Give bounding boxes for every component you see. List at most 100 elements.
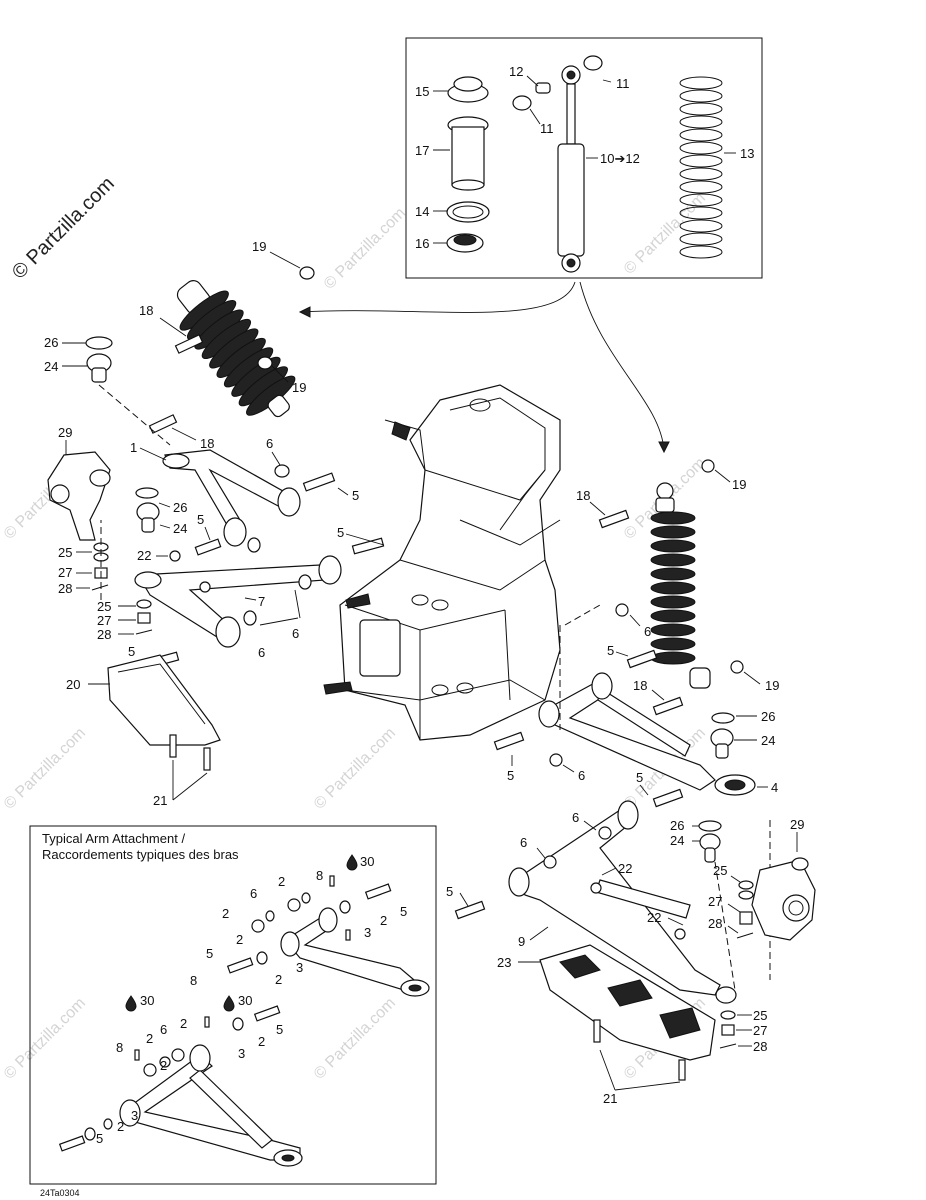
arm-attachment-detail — [58, 875, 430, 1167]
callout-13: 13 — [740, 146, 754, 161]
callout-19: 19 — [292, 380, 306, 395]
callout-21: 21 — [603, 1091, 617, 1106]
callout-2: 2 — [146, 1031, 153, 1046]
callout-8: 8 — [190, 973, 197, 988]
callout-18: 18 — [139, 303, 153, 318]
callout-25: 25 — [753, 1008, 767, 1023]
right-shock — [598, 459, 744, 716]
callout-16: 16 — [415, 236, 429, 251]
callout-29: 29 — [58, 425, 72, 440]
callout-5: 5 — [128, 644, 135, 659]
right-lower-arm — [454, 788, 737, 1004]
callout-21: 21 — [153, 793, 167, 808]
callout-30: 30 — [140, 993, 154, 1008]
callout-2: 2 — [236, 932, 243, 947]
callout-5: 5 — [96, 1131, 103, 1146]
drop-icon — [125, 995, 137, 1012]
callout-28: 28 — [708, 916, 722, 931]
callout-11: 11 — [616, 76, 630, 91]
callout-29: 29 — [790, 817, 804, 832]
callout-6: 6 — [644, 624, 651, 639]
spring — [679, 76, 723, 259]
callout-23: 23 — [497, 955, 511, 970]
callout-5: 5 — [446, 884, 453, 899]
callout-27: 27 — [753, 1023, 767, 1038]
drop-icon — [223, 995, 235, 1012]
callout-19: 19 — [252, 239, 266, 254]
callout-2: 2 — [380, 913, 387, 928]
callout-30: 30 — [360, 854, 374, 869]
watermark: © Partzilla.com — [311, 725, 399, 813]
callout-3: 3 — [238, 1046, 245, 1061]
callout-2: 2 — [117, 1119, 124, 1134]
callout-12: 12 — [509, 64, 523, 79]
callout-2: 2 — [180, 1016, 187, 1031]
callout-17: 17 — [415, 143, 429, 158]
callout-5: 5 — [276, 1022, 283, 1037]
callout-24: 24 — [670, 833, 684, 848]
callout-5: 5 — [507, 768, 514, 783]
callout-2: 2 — [160, 1058, 167, 1073]
callout-15: 15 — [415, 84, 429, 99]
callout-6: 6 — [160, 1022, 167, 1037]
callout-27: 27 — [97, 613, 111, 628]
drawing-code: 24Ta0304 — [40, 1188, 80, 1198]
callout-27: 27 — [58, 565, 72, 580]
watermark: © Partzilla.com — [311, 995, 399, 1083]
watermark: © Partzilla.com — [321, 205, 409, 293]
callout-6: 6 — [250, 886, 257, 901]
callout-14: 14 — [415, 204, 429, 219]
callout-6: 6 — [578, 768, 585, 783]
callout-1: 1 — [130, 440, 137, 455]
callout-11: 11 — [540, 121, 554, 136]
left-skid-plate — [107, 654, 221, 771]
callout-8: 8 — [316, 868, 323, 883]
callout-28: 28 — [753, 1039, 767, 1054]
callout-24: 24 — [44, 359, 58, 374]
callout-5: 5 — [337, 525, 344, 540]
callout-25: 25 — [58, 545, 72, 560]
callout-26: 26 — [173, 500, 187, 515]
callout-5: 5 — [607, 643, 614, 658]
left-shock — [176, 280, 296, 418]
callout-3: 3 — [296, 960, 303, 975]
callout-24: 24 — [761, 733, 775, 748]
callout-25: 25 — [97, 599, 111, 614]
inset-title-line2: Raccordements typiques des bras — [42, 847, 239, 862]
callout-2: 2 — [275, 972, 282, 987]
callout-30: 30 — [238, 993, 252, 1008]
callout-5: 5 — [400, 904, 407, 919]
callout-27: 27 — [708, 894, 722, 909]
left-upper-arm — [162, 449, 336, 556]
callout-2: 2 — [258, 1034, 265, 1049]
callout-5: 5 — [352, 488, 359, 503]
callout-6: 6 — [266, 436, 273, 451]
callout-5: 5 — [636, 770, 643, 785]
arm-attachment-box — [29, 825, 437, 1185]
callout-19: 19 — [732, 477, 746, 492]
callout-18: 18 — [633, 678, 647, 693]
callout-5: 5 — [206, 946, 213, 961]
right-knuckle — [751, 857, 816, 941]
callout-9: 9 — [518, 934, 525, 949]
callout-26: 26 — [670, 818, 684, 833]
callout-5: 5 — [197, 512, 204, 527]
callout-3: 3 — [131, 1108, 138, 1123]
callout-18: 18 — [200, 436, 214, 451]
callout-19: 19 — [765, 678, 779, 693]
left-knuckle — [47, 451, 111, 541]
callout-22: 22 — [618, 861, 632, 876]
callout-26: 26 — [761, 709, 775, 724]
watermark: © Partzilla.com — [621, 190, 709, 278]
right-skid-plate — [539, 944, 716, 1081]
callout-6: 6 — [258, 645, 265, 660]
callout-4: 4 — [771, 780, 778, 795]
watermark: © Partzilla.com — [1, 725, 89, 813]
callout-8: 8 — [116, 1040, 123, 1055]
callout-26: 26 — [44, 335, 58, 350]
callout-shock-kit: 10➔12 — [600, 151, 640, 166]
callout-6: 6 — [520, 835, 527, 850]
callout-6: 6 — [572, 810, 579, 825]
callout-6: 6 — [292, 626, 299, 641]
